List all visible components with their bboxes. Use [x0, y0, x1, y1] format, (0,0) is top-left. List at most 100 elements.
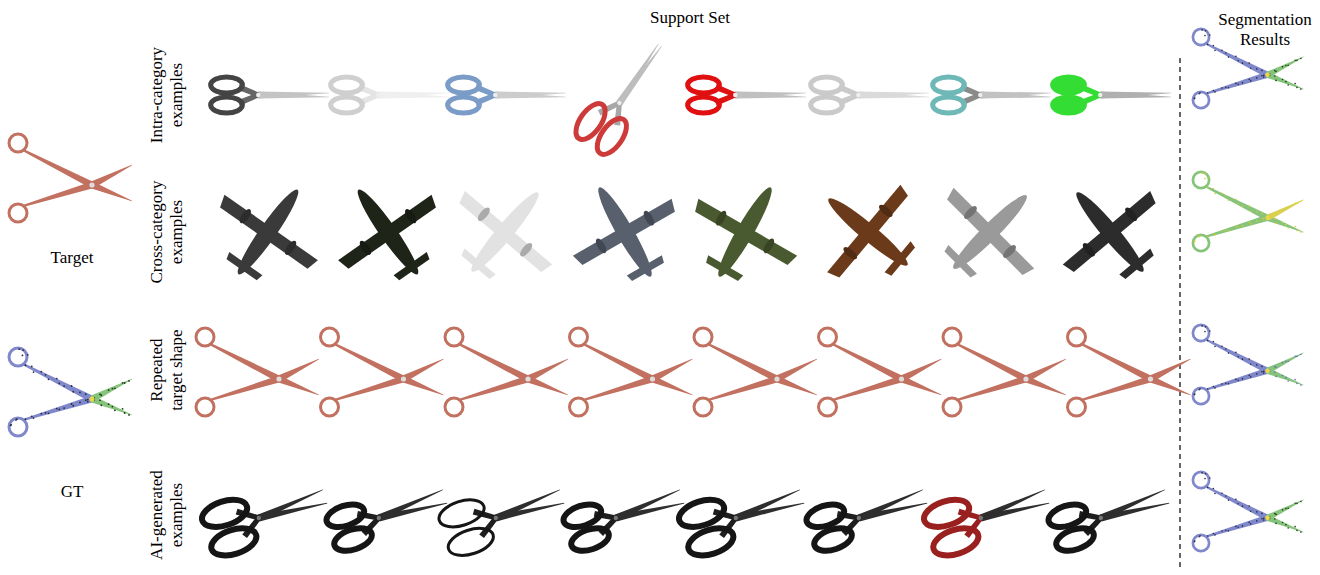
segment-speck [1221, 49, 1223, 51]
handle-loop [930, 523, 982, 560]
scissors-handle [23, 396, 93, 421]
handle-ring [196, 328, 214, 346]
pivot-screw [616, 100, 622, 106]
segment-speck [1194, 541, 1196, 543]
scissors-blade [257, 493, 327, 525]
segment-speck [1204, 478, 1206, 480]
segment-speck [99, 399, 101, 401]
repeated-target-scissors [196, 328, 319, 416]
segment-speck [1261, 513, 1263, 515]
segment-speck [1287, 507, 1289, 509]
scissors-blade [258, 92, 329, 99]
support-scissors [448, 77, 566, 113]
segment-speck [63, 385, 65, 387]
scissors-handle [23, 363, 94, 402]
scissors-handle [1205, 338, 1269, 373]
support-airplane [192, 157, 345, 307]
support-scissors [1053, 77, 1171, 113]
segment-speck [1300, 384, 1302, 386]
segment-speck [1256, 511, 1258, 513]
segment-speck [1250, 210, 1252, 212]
handle-ring [321, 328, 339, 346]
segment-speck [1242, 378, 1244, 380]
pivot-screw [276, 376, 281, 381]
segment-speck [1287, 207, 1289, 209]
segment-speck [108, 389, 110, 391]
tail [394, 252, 431, 281]
segment-speck [1287, 84, 1289, 86]
tail [225, 252, 262, 281]
segment-speck [1225, 529, 1227, 531]
scissors-handle [459, 343, 530, 382]
segment-speck [1287, 527, 1289, 529]
support-airplane [792, 155, 944, 309]
segment-speck [1242, 205, 1244, 207]
ai-generated-scissors [561, 475, 689, 555]
segment-speck [1201, 29, 1203, 31]
segment-speck [1213, 188, 1215, 190]
scissors-blade [90, 379, 132, 402]
segment-speck [1248, 375, 1250, 377]
segment-speck [1275, 376, 1277, 378]
segment-speck [1235, 499, 1237, 501]
scissors-handle [708, 343, 779, 382]
pivot-screw [978, 515, 984, 521]
pivot-screw [89, 182, 94, 187]
pivot-screw [1098, 93, 1102, 97]
segment-speck [1294, 526, 1296, 528]
handle-ring [445, 328, 463, 346]
pivot-screw [774, 376, 779, 381]
handle-loop [933, 97, 965, 113]
pivot-screw [256, 515, 262, 521]
scissors-handle [1205, 215, 1268, 238]
support-airplane [312, 157, 465, 307]
segment-speck [122, 408, 124, 410]
pivot-screw [1023, 376, 1028, 381]
segment-speck [1201, 172, 1203, 174]
pivot-screw [1265, 515, 1270, 520]
segment-speck [18, 348, 20, 350]
segment-speck [31, 416, 33, 418]
scissors-handle [1205, 485, 1269, 520]
segment-speck [1263, 74, 1265, 76]
segment-speck [1296, 60, 1298, 62]
handle-loop [331, 77, 363, 93]
segment-speck [1221, 383, 1223, 385]
segment-speck [1221, 192, 1223, 194]
segment-speck [1213, 233, 1215, 235]
segment-speck [1263, 76, 1265, 78]
handle-loop [331, 97, 363, 113]
support-scissors [811, 77, 929, 113]
segment-speck [1287, 380, 1289, 382]
segment-speck [1285, 361, 1287, 363]
segment-speck [1275, 367, 1277, 369]
segment-speck [71, 385, 73, 387]
scissors-blade [1266, 200, 1304, 221]
pivot-screw [733, 93, 737, 97]
segment-speck [1242, 358, 1244, 360]
support-scissors [688, 77, 806, 113]
segment-speck [1285, 508, 1287, 510]
segment-speck [1285, 208, 1287, 210]
segment-speck [1294, 226, 1296, 228]
pivot-screw [1265, 368, 1270, 373]
pivot-screw [401, 376, 406, 381]
segment-speck [1209, 177, 1211, 179]
segment-speck [79, 402, 81, 404]
scissors-blade [1100, 92, 1171, 99]
segment-speck [58, 383, 60, 385]
segment-speck [1296, 356, 1298, 358]
ai-generated-scissors [324, 475, 452, 555]
pivot-screw [1098, 515, 1104, 521]
tail [460, 249, 496, 281]
engine [1123, 206, 1139, 223]
engine [642, 209, 657, 227]
scissors-blade [402, 359, 444, 382]
wing [692, 199, 797, 267]
segment-speck [1296, 203, 1298, 205]
segment-speck [1235, 526, 1237, 528]
segment-speck [1194, 97, 1196, 99]
segment-speck [1221, 345, 1223, 347]
support-scissors [570, 32, 679, 160]
